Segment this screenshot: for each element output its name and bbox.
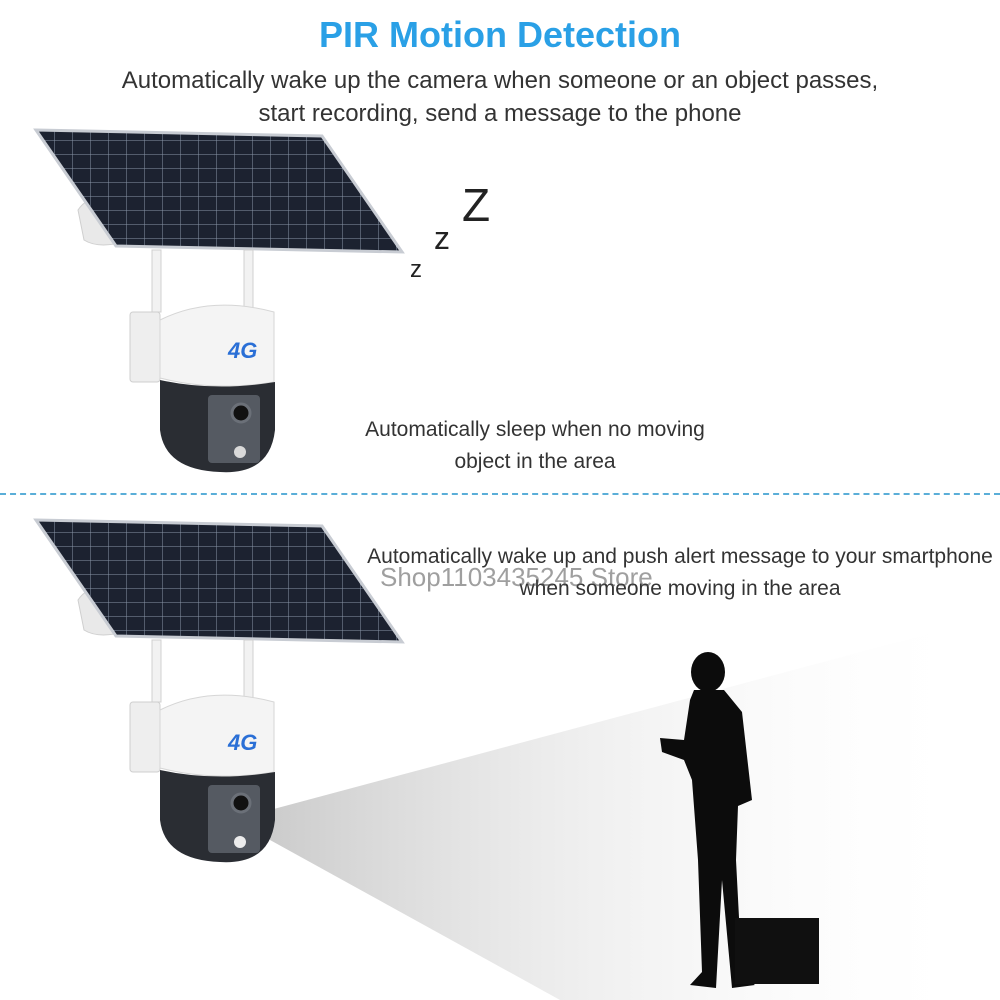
- sleep-z-large: Z: [462, 179, 491, 231]
- side-mount: [129, 701, 161, 773]
- solar-panel: [33, 128, 405, 254]
- page-title: PIR Motion Detection: [319, 14, 681, 55]
- sleep-z-small: z: [410, 256, 422, 283]
- wake-caption: Automatically wake up and push alert mes…: [367, 545, 993, 600]
- network-badge-bottom: 4G: [228, 730, 258, 755]
- page-subtitle: Automatically wake up the camera when so…: [121, 67, 879, 127]
- camera-lens: [230, 792, 252, 814]
- solar-panel: [33, 518, 405, 644]
- antenna-left: [151, 249, 162, 313]
- solar-camera-awake: [33, 518, 405, 863]
- side-mount: [129, 311, 161, 383]
- detection-beam: [270, 620, 980, 1000]
- section-divider: [0, 493, 1000, 495]
- antenna-right: [243, 249, 254, 313]
- solar-camera-sleeping: [33, 128, 405, 473]
- camera-dome: [159, 694, 275, 777]
- camera-dome: [159, 304, 275, 387]
- sleep-caption: Automatically sleep when no moving objec…: [365, 418, 705, 473]
- sleep-z-medium: z: [434, 220, 450, 256]
- camera-lens: [230, 402, 252, 424]
- person-silhouette: [660, 652, 819, 988]
- antenna-left: [151, 639, 162, 703]
- briefcase: [735, 918, 819, 984]
- store-watermark: Shop1103435245 Store: [380, 562, 653, 592]
- network-badge-top: 4G: [228, 338, 258, 363]
- antenna-right: [243, 639, 254, 703]
